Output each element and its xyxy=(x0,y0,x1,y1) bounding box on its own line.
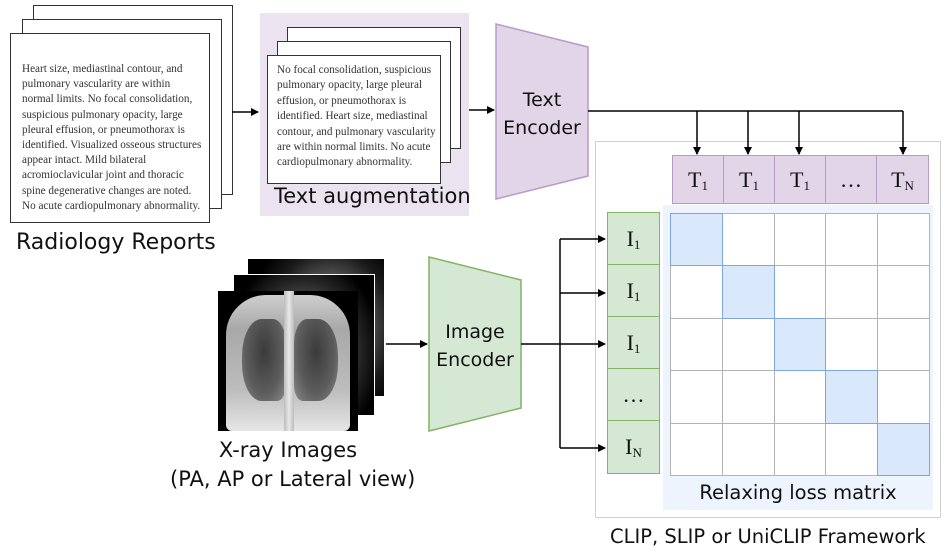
matrix-label: Relaxing loss matrix xyxy=(699,481,897,504)
xray-left-lung xyxy=(242,319,286,401)
matrix-cell-positive xyxy=(670,213,723,267)
text-token: … xyxy=(825,155,877,204)
image-token: … xyxy=(607,368,660,421)
xray-pa xyxy=(218,291,358,431)
matrix-cell xyxy=(721,317,775,372)
matrix-cell-positive xyxy=(773,317,827,372)
xray-spine xyxy=(284,291,294,431)
text-encoder-shape xyxy=(495,23,589,200)
matrix-cell-positive xyxy=(825,370,879,424)
matrix-cell xyxy=(877,317,930,372)
matrix-cell-positive xyxy=(877,422,930,476)
matrix-cell xyxy=(773,370,827,424)
matrix-cell-positive xyxy=(721,265,775,319)
report-page-front: Heart size, mediastinal contour, and pul… xyxy=(10,33,210,223)
matrix-cell xyxy=(670,317,723,372)
framework-label: CLIP, SLIP or UniCLIP Framework xyxy=(610,525,926,548)
relaxing-loss-matrix xyxy=(670,213,930,476)
image-encoder-shape xyxy=(428,256,522,432)
matrix-cell xyxy=(721,213,775,267)
matrix-cell xyxy=(877,370,930,424)
matrix-cell xyxy=(773,265,827,319)
matrix-cell xyxy=(877,265,930,319)
matrix-cell xyxy=(825,422,879,476)
matrix-cell xyxy=(670,422,723,476)
matrix-cell xyxy=(773,213,827,267)
image-encoder-label: Image Encoder xyxy=(436,321,514,371)
matrix-cell xyxy=(825,213,879,267)
xray-label: X-ray Images (PA, AP or Lateral view) xyxy=(170,438,416,491)
matrix-cell xyxy=(825,317,879,372)
radiology-reports-label: Radiology Reports xyxy=(16,230,216,255)
matrix-cell xyxy=(721,370,775,424)
framework-box xyxy=(595,141,941,518)
text-augmentation-label: Text augmentation xyxy=(274,184,471,208)
matrix-cell xyxy=(721,422,775,476)
xray-right-lung xyxy=(294,319,338,401)
aug-page-front: No focal consolidation, suspicious pulmo… xyxy=(267,55,441,184)
matrix-cell xyxy=(670,265,723,319)
matrix-cell xyxy=(670,370,723,424)
augmentation-text: No focal consolidation, suspicious pulmo… xyxy=(277,64,436,169)
matrix-cell xyxy=(825,265,879,319)
report-text: Heart size, mediastinal contour, and pul… xyxy=(22,63,202,212)
matrix-cell xyxy=(877,213,930,267)
text-encoder-label: Text Encoder xyxy=(503,89,581,139)
matrix-cell xyxy=(773,422,827,476)
